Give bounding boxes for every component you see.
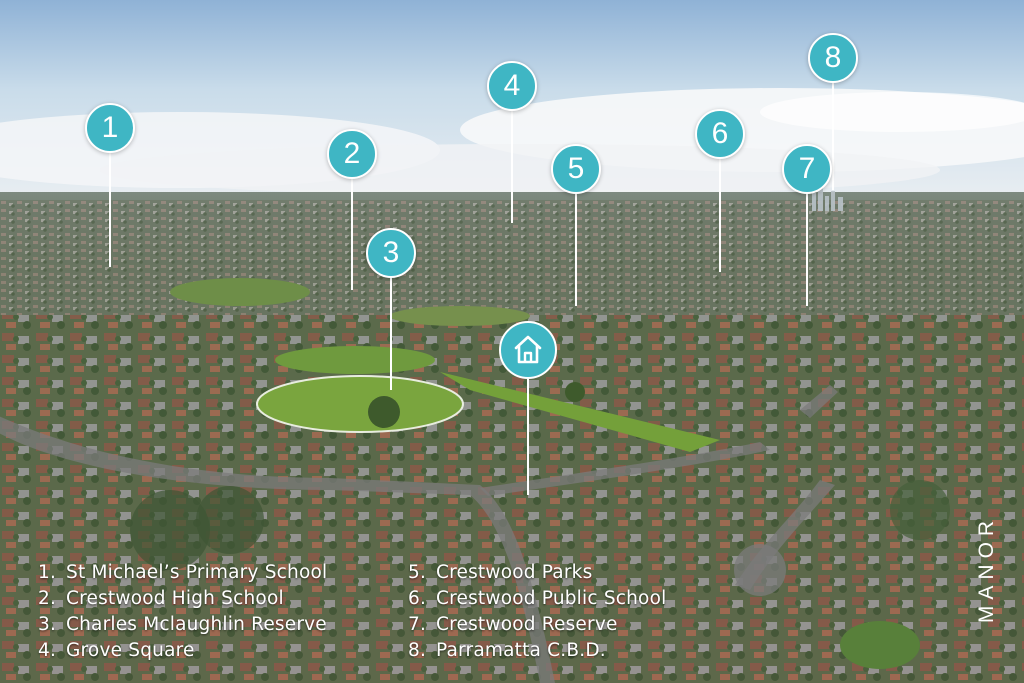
map-marker-8: 8: [808, 33, 858, 83]
legend-number: 2.: [38, 588, 57, 609]
legend-label: Crestwood Public School: [436, 588, 667, 609]
legend-label: Charles Mclaughlin Reserve: [66, 614, 327, 635]
map-marker-6: 6: [695, 109, 745, 159]
map-marker-7: 7: [782, 144, 832, 194]
leader-line-4: [511, 110, 513, 223]
legend-item: 4. Grove Square: [38, 638, 327, 664]
map-marker-3: 3: [366, 228, 416, 278]
map-marker-2: 2: [327, 129, 377, 179]
leader-line-6: [719, 158, 721, 272]
brand-logo: MANOR: [972, 498, 1002, 640]
legend-number: 8.: [408, 640, 427, 661]
legend-item: 2. Crestwood High School: [38, 586, 327, 612]
legend-label: St Michael’s Primary School: [66, 562, 328, 583]
legend-item: 5. Crestwood Parks: [408, 560, 666, 586]
map-marker-1: 1: [85, 103, 135, 153]
legend-item: 1. St Michael’s Primary School: [38, 560, 327, 586]
map-marker-4: 4: [487, 61, 537, 111]
legend-label: Grove Square: [66, 640, 195, 661]
legend-item: 3. Charles Mclaughlin Reserve: [38, 612, 327, 638]
legend-item: 8. Parramatta C.B.D.: [408, 638, 666, 664]
legend-label: Crestwood Parks: [436, 562, 593, 583]
legend-item: 7. Crestwood Reserve: [408, 612, 666, 638]
legend-column-2: 5. Crestwood Parks 6. Crestwood Public Sch…: [408, 560, 666, 664]
property-home-marker: [499, 321, 557, 379]
leader-line-7: [806, 193, 808, 306]
legend-number: 6.: [408, 588, 427, 609]
leader-line-8: [832, 82, 834, 190]
legend-number: 4.: [38, 640, 57, 661]
map-marker-5: 5: [551, 144, 601, 194]
legend-column-1: 1. St Michael’s Primary School 2. Crestwoo…: [38, 560, 327, 664]
leader-line-5: [575, 193, 577, 306]
legend-number: 1.: [38, 562, 57, 583]
legend-label: Crestwood Reserve: [436, 614, 618, 635]
leader-line-2: [351, 178, 353, 290]
leader-line-home: [527, 379, 529, 495]
leader-line-1: [109, 152, 111, 267]
legend-number: 7.: [408, 614, 427, 635]
home-icon: [514, 335, 542, 364]
legend-label: Crestwood High School: [66, 588, 284, 609]
brand-logo-text: MANOR: [975, 514, 998, 624]
legend-label: Parramatta C.B.D.: [436, 640, 606, 661]
leader-line-3: [390, 277, 392, 390]
legend-item: 6. Crestwood Public School: [408, 586, 666, 612]
legend-number: 5.: [408, 562, 427, 583]
legend-number: 3.: [38, 614, 57, 635]
